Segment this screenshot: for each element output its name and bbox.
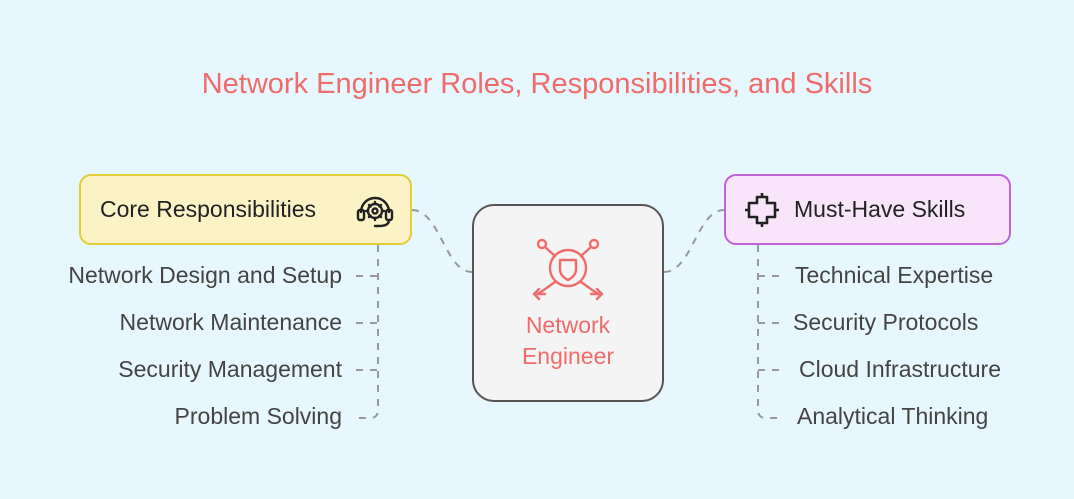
center-label-line2: Engineer bbox=[521, 343, 615, 369]
network-engineer-label: Network Engineer bbox=[474, 310, 662, 372]
responsibility-item: Network Design and Setup bbox=[68, 262, 342, 288]
responsibility-item: Security Management bbox=[118, 356, 342, 382]
connector-center-right bbox=[663, 209, 725, 273]
responsibility-item: Network Maintenance bbox=[119, 309, 342, 335]
connector-left-center bbox=[411, 209, 473, 273]
page-title: Network Engineer Roles, Responsibilities… bbox=[201, 68, 873, 100]
center-label-line1: Network bbox=[525, 312, 611, 338]
skill-item: Security Protocols bbox=[793, 309, 979, 335]
circuit-chip-icon bbox=[745, 192, 779, 227]
skill-item: Analytical Thinking bbox=[797, 403, 989, 429]
gear-headset-icon bbox=[356, 196, 394, 228]
core-responsibilities-node: Core Responsibilities bbox=[79, 174, 412, 245]
network-engineer-node: Network Engineer bbox=[472, 204, 664, 402]
connector-right-spine bbox=[757, 245, 782, 419]
skill-item: Technical Expertise bbox=[795, 262, 994, 288]
must-have-skills-label: Must-Have Skills bbox=[794, 196, 966, 222]
connector-left-spine bbox=[356, 245, 379, 419]
shield-network-icon bbox=[532, 238, 604, 301]
skill-item: Cloud Infrastructure bbox=[799, 356, 1001, 382]
must-have-skills-node: Must-Have Skills bbox=[724, 174, 1011, 245]
core-responsibilities-label: Core Responsibilities bbox=[100, 196, 317, 222]
responsibility-item: Problem Solving bbox=[174, 403, 342, 429]
